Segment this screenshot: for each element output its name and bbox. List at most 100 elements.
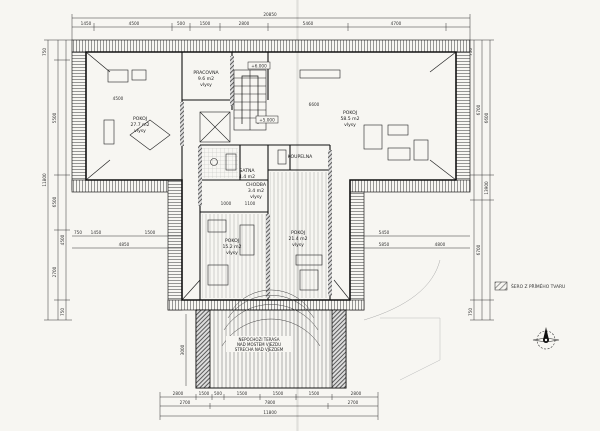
dim-mid-right: 5850 [379,242,390,247]
dim-left-label: 5500 [52,112,57,123]
dim-right-labels: 750 6700 6600 13900 6700 750 [468,48,489,316]
light-well [199,111,231,143]
dim-top-labels: 1450 500 1500 2800 4500 5460 4700 [81,21,402,26]
furniture [103,69,429,291]
dim-right-label: 13900 [484,181,489,195]
level-mid: +5.000 [259,118,275,123]
dim-left-label: 6500 [52,196,57,207]
exterior-walls [85,51,457,301]
dim-top-label: 500 [177,21,185,26]
dim-mid-left: 1450 [91,230,102,235]
dim-bottom-label: 2800 [173,391,184,396]
interior-dim: 4500 [113,96,124,101]
legend: ŠERO Z PŘÍMÉHO TVARU [494,281,565,291]
roof-overhang [71,39,471,311]
room-floor: vlysy [292,242,304,248]
room-area: 27.7 m2 [130,122,149,128]
dim-bottom-label: 1500 [199,391,210,396]
room-chodba: CHODBA 3.4 m2 vlysy [246,182,267,200]
room-name: POKOJ [225,238,239,244]
dim-right-label: 6600 [484,112,489,123]
terrace-note: NEPOCHOZI TERASA [239,337,280,342]
room-floor: vlysy [250,194,262,200]
room-labels: PRACOVNA 9.6 m2 vlysy POKOJ 27.7 m2 vlys… [130,70,359,256]
dim-stair: 3000 [180,344,185,355]
dim-bottom-label: 1500 [273,391,284,396]
dim-top-label: 4700 [391,21,402,26]
interior-dim: 1100 [245,201,256,206]
dim-bottom-total: 11800 [263,410,277,415]
terrace-roof: NEPOCHOZI TERASA NAD MOSTEM VJEZDU STREC… [195,289,347,389]
north-arrow-icon [532,327,560,350]
room-area: 9.6 m2 [198,76,214,82]
dim-right-label: 6700 [476,104,481,115]
terrace-note: NAD MOSTEM VJEZDU [237,342,281,347]
room-area: 4.4 m2 [239,174,255,180]
mid-level-dim-labels: 750 1450 1500 4850 5450 5850 4800 [74,230,446,247]
room-pokoj-small-right: POKOJ 21.4 m2 vlysy [288,230,307,248]
room-name: POKOJ [343,110,357,116]
dim-bottom-label: 1500 [309,391,320,396]
dim-mid-right: 5450 [379,230,390,235]
staircase [233,69,267,131]
room-area: 58.5 m2 [340,116,359,122]
dim-bottom-sub: 2700 [180,400,191,405]
dimension-lines-left [44,39,72,321]
dim-top-label: 1450 [81,21,92,26]
dim-top-label: 1500 [200,21,211,26]
room-floor: vlysy [344,122,356,128]
dim-right-label: 6700 [476,244,481,255]
dim-top-label: 2800 [239,21,250,26]
interior-dim: 6600 [309,102,320,107]
construction-arc [363,259,441,321]
dimension-lines-bottom [159,392,379,420]
room-floor: vlysy [134,128,146,134]
wall-hatch [180,56,332,298]
dim-mid-left: 750 [74,230,82,235]
room-koupelna: KOUPELNA [288,154,313,160]
interior-dims: 4500 6600 1000 1100 [113,96,320,206]
dim-top-label: 4500 [129,21,140,26]
dim-bottom-label: 500 [214,391,222,396]
room-name: PRACOVNA [193,70,219,76]
dimension-lines-right [470,39,494,321]
floor-finishes [202,148,328,298]
dim-left-label: 4500 [60,234,65,245]
dim-left-label: 750 [60,308,65,316]
level-upper: +6.000 [251,64,267,69]
dim-bottom-sub: 7800 [265,400,276,405]
construction-line [380,317,441,381]
interior-dim: 1000 [221,201,232,206]
room-pracovna: PRACOVNA 9.6 m2 vlysy [193,70,219,88]
room-area: 21.4 m2 [288,236,307,242]
room-name: KOUPELNA [288,154,313,160]
dim-left-labels: 750 5500 11800 6500 4500 2700 750 [42,48,65,316]
dim-mid-left: 1500 [145,230,156,235]
room-floor: vlysy [200,82,212,88]
room-name: CHODBA [246,182,267,188]
dim-left-label: 750 [42,48,47,56]
mid-level-dims [72,235,470,249]
legend-label: ŠERO Z PŘÍMÉHO TVARU [511,282,565,290]
dim-right-label: 750 [468,48,473,56]
dimension-lines-top [71,14,471,40]
room-name: POKOJ [291,230,305,236]
dim-bottom-label: 2800 [351,391,362,396]
dim-bottom-label: 1500 [237,391,248,396]
room-floor: vlysy [226,250,238,256]
room-satna: SATNA 4.4 m2 [239,168,256,180]
room-pokoj-right: POKOJ 58.5 m2 vlysy [340,110,359,128]
dim-mid-right: 4800 [435,242,446,247]
room-area: 3.4 m2 [248,188,264,194]
level-marks: +6.000 +5.000 [247,61,279,124]
dim-right-label: 750 [468,308,473,316]
legend-swatch [494,281,508,291]
dim-left-label: 2700 [52,266,57,277]
dim-mid-left: 4850 [119,242,130,247]
terrace-note: STRECHA NAD VJEZDEM [235,347,284,352]
dim-overall-top: 20850 [263,12,277,17]
dim-bottom-sub: 2700 [348,400,359,405]
room-pokoj-small-left: POKOJ 15.2 m2 vlysy [222,238,241,256]
room-area: 15.2 m2 [222,244,241,250]
